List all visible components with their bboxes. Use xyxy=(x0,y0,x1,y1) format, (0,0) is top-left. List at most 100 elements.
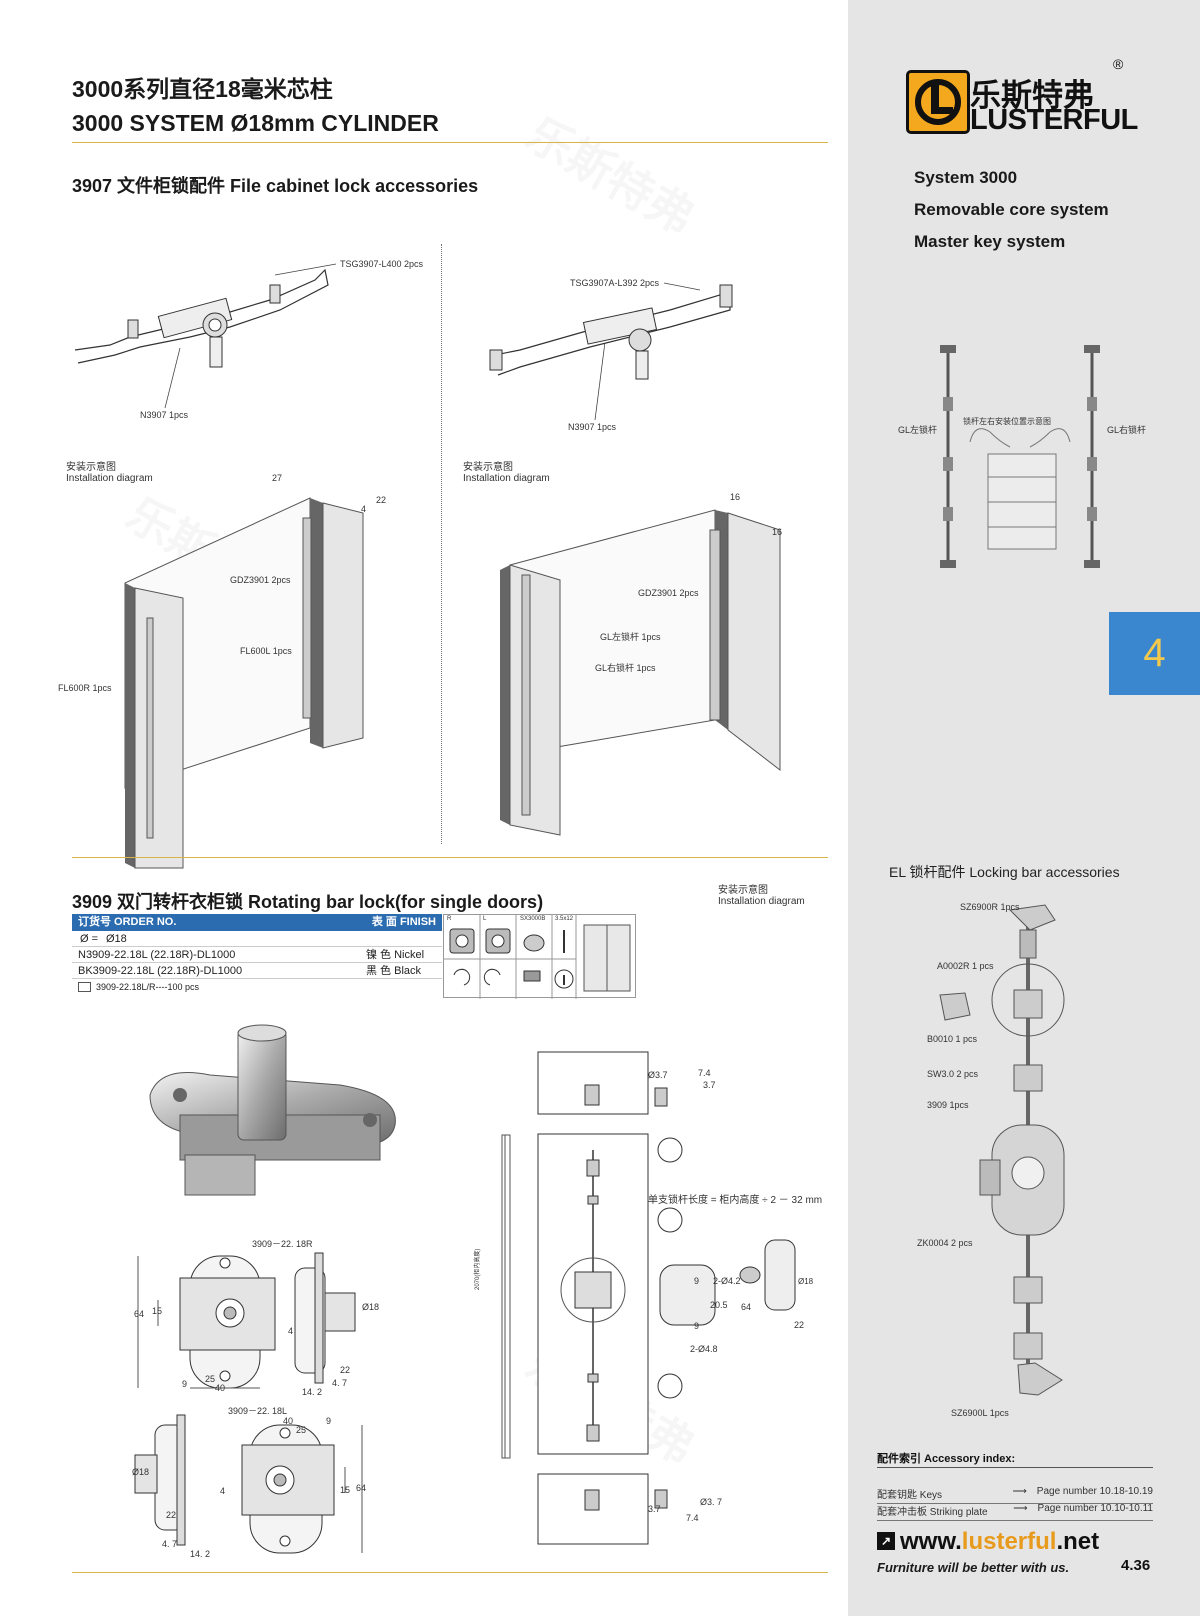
box-icon xyxy=(78,982,91,992)
el-accessories-illustration xyxy=(939,904,1065,1396)
dim-4-7-r: 4. 7 xyxy=(332,1378,348,1388)
registered-mark: ® xyxy=(1113,56,1124,72)
dim-9-top: 9 xyxy=(694,1276,700,1286)
dim-d18-install: Ø18 xyxy=(798,1277,814,1286)
el-accessories-title: EL 锁杆配件 Locking bar accessories xyxy=(889,864,1120,880)
label-gdz3901-left: GDZ3901 2pcs xyxy=(230,575,291,585)
section-3907-bottom-rule xyxy=(72,857,828,858)
dim-40-l: 40 xyxy=(283,1416,294,1426)
order-row-packing: 3909-22.18L/R----100 pcs xyxy=(72,979,442,995)
dim-d18-r: Ø18 xyxy=(362,1302,380,1312)
label-sz6900l: SZ6900L 1pcs xyxy=(951,1408,1009,1418)
dim-20-5: 20.5 xyxy=(710,1300,728,1310)
accessory-index-title: 配件索引 Accessory index: xyxy=(877,1453,1016,1465)
cabinet-diagram-left xyxy=(124,497,364,869)
dim-16-a: 16 xyxy=(730,492,741,502)
icon-grid: R L SX3000B 3.5x12 xyxy=(443,914,636,999)
arrow-right-icon: ⟶ xyxy=(1012,1486,1027,1497)
dim-16-b: 16 xyxy=(772,527,783,537)
dim-27: 27 xyxy=(272,473,283,483)
sidebar-line-1: System 3000 xyxy=(914,168,1018,187)
drawing-3909-18r xyxy=(137,1252,356,1389)
accessory-row-keys: 配套钥匙 Keys ⟶ Page number 10.18-10.19 xyxy=(877,1486,1153,1504)
label-gdz3901-right: GDZ3901 2pcs xyxy=(638,588,699,598)
icon-header-r: R xyxy=(447,916,452,922)
label-zk0004: ZK0004 2 pcs xyxy=(917,1238,973,1248)
label-tsg3907a-l392: TSG3907A-L392 2pcs xyxy=(570,278,660,288)
dim-9-l: 9 xyxy=(326,1416,332,1426)
dim-bottom-d3-7: Ø3. 7 xyxy=(700,1497,723,1507)
lock-bar-3907a-illustration xyxy=(489,284,733,380)
dim-top-7-4: 7.4 xyxy=(698,1068,711,1078)
dim-25-r: 25 xyxy=(205,1374,216,1384)
label-3909: 3909 1pcs xyxy=(927,1100,969,1110)
label-b0010: B0010 1 pcs xyxy=(927,1034,978,1044)
label-sz6900r: SZ6900R 1pcs xyxy=(960,902,1020,912)
tagline: Furniture will be better with us. xyxy=(877,1560,1070,1575)
dim-15-r: 15 xyxy=(152,1306,163,1316)
label-gl-left-bar: GL左锁杆 1pcs xyxy=(600,632,661,642)
dim-d18-l: Ø18 xyxy=(132,1467,150,1477)
drawing-3909-18l xyxy=(134,1414,363,1554)
install-diagram-title-right: 安装示意图 Installation diagram xyxy=(463,462,550,484)
dim-25-l: 25 xyxy=(296,1425,307,1435)
dim-bottom-3-7: 3.7 xyxy=(648,1504,661,1514)
label-tsg3907-l400: TSG3907-L400 2pcs xyxy=(340,259,424,269)
dim-top-3-7: 3.7 xyxy=(703,1080,716,1090)
drawing-title-18l: 3909－22. 18L xyxy=(228,1406,288,1416)
label-n3907-left: N3907 1pcs xyxy=(140,410,189,420)
url-icon: ↗ xyxy=(877,1532,895,1550)
order-row-diameter: Ø = Ø18 xyxy=(72,931,442,947)
dim-4-l: 4 xyxy=(220,1486,226,1496)
dim-22-r: 22 xyxy=(340,1365,351,1375)
label-gl-left: GL左锁杆 xyxy=(898,425,938,435)
brand-name-en: LUSTERFUL xyxy=(970,104,1138,136)
dim-4-r: 4 xyxy=(288,1326,294,1336)
dim-14-2-l: 14. 2 xyxy=(190,1549,211,1559)
sidebar-line-2: Removable core system xyxy=(914,200,1109,219)
icon-header-screw: 3.5x12 xyxy=(555,916,574,922)
locking-bars-diagram xyxy=(940,345,1100,568)
label-gl-right: GL右锁杆 xyxy=(1107,425,1147,435)
dim-top-d3-7: Ø3.7 xyxy=(648,1070,668,1080)
sidebar-line-3: Master key system xyxy=(914,232,1066,251)
drawing-title-18r: 3909－22. 18R xyxy=(252,1239,313,1249)
label-bars-center: 锁杆左右安装位置示意图 xyxy=(963,417,1051,426)
dim-22-install: 22 xyxy=(794,1320,805,1330)
brand-logo xyxy=(906,70,970,134)
dim-64-l: 64 xyxy=(356,1483,367,1493)
dim-15-l: 15 xyxy=(340,1485,351,1495)
dim-4: 4 xyxy=(361,504,367,514)
dim-22: 22 xyxy=(376,495,387,505)
dim-bottom-7-4: 7.4 xyxy=(686,1513,699,1523)
page-bottom-rule xyxy=(72,1572,828,1573)
order-table: 订货号 ORDER NO. 表 面 FINISH Ø = Ø18 N3909-2… xyxy=(72,914,442,995)
section-3907-title: 3907 文件柜锁配件 File cabinet lock accessorie… xyxy=(72,176,479,196)
page-title-cn: 3000系列直径18毫米芯柱 xyxy=(72,76,333,102)
lock-bar-3907-illustration xyxy=(74,268,329,368)
label-fl600r: FL600R 1pcs xyxy=(58,683,112,693)
accessory-index-rule xyxy=(877,1467,1153,1468)
section-divider-dotted xyxy=(441,244,442,844)
dim-40-r: 40 xyxy=(215,1383,226,1393)
lock-3909-product-image xyxy=(149,1024,396,1196)
dim-2-d4-8: 2-Ø4.8 xyxy=(690,1344,718,1354)
chapter-tab: 4 xyxy=(1109,612,1200,695)
dim-4-7-l: 4. 7 xyxy=(162,1539,178,1549)
height-label-2070: 2070(柜内高度) xyxy=(475,1248,481,1290)
page-title-en: 3000 SYSTEM Ø18mm CYLINDER xyxy=(72,110,439,136)
lock-icons xyxy=(444,915,631,999)
brand-name-cn: 乐斯特弗 xyxy=(970,78,1094,113)
arrow-right-icon: ⟶ xyxy=(1013,1503,1028,1514)
dim-22-l: 22 xyxy=(166,1510,177,1520)
section-3909-title: 3909 双门转杆衣柜锁 Rotating bar lock(for singl… xyxy=(72,892,544,912)
label-sw3-0: SW3.0 2 pcs xyxy=(927,1069,979,1079)
icon-header-sx3000b: SX3000B xyxy=(520,916,546,922)
dim-9-bottom: 9 xyxy=(694,1321,700,1331)
install-diagram-title-3909: 安装示意图 Installation diagram xyxy=(718,885,805,907)
order-table-header: 订货号 ORDER NO. 表 面 FINISH xyxy=(72,914,442,931)
website-link[interactable]: www.lusterful.net xyxy=(900,1528,1100,1555)
label-fl600l: FL600L 1pcs xyxy=(240,646,292,656)
leader-lines xyxy=(164,263,701,421)
order-row-black: BK3909-22.18L (22.18R)-DL1000 黑 色 Black xyxy=(72,963,442,979)
